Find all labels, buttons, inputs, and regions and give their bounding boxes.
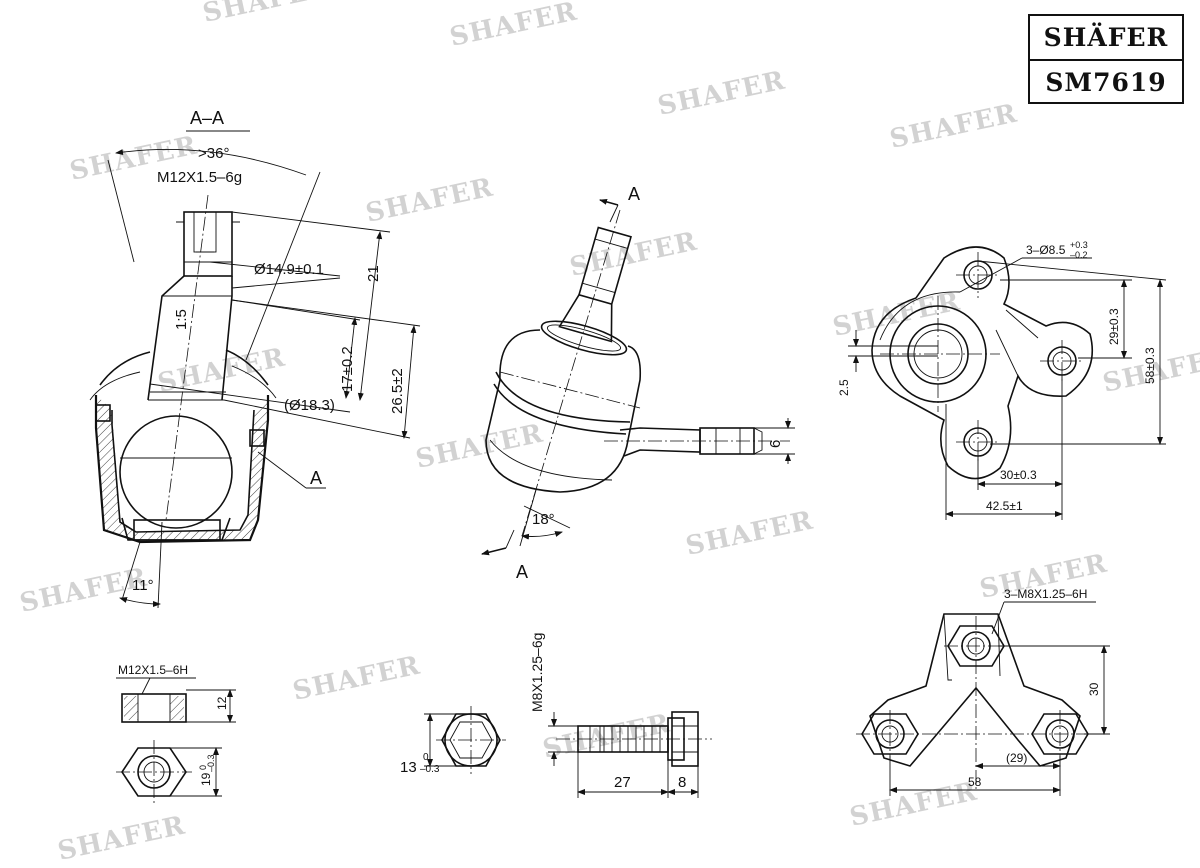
side-section-mark-bottom: A xyxy=(516,562,528,582)
dim-21: 21 xyxy=(365,265,382,282)
watermark-1: SHAFER xyxy=(200,0,333,29)
watermark-15: SHAFER xyxy=(290,651,423,707)
watermark-16: SHAFER xyxy=(540,709,673,765)
dim-17: 17±0.2 xyxy=(339,346,356,392)
watermark-17: SHAFER xyxy=(847,777,980,833)
watermark-18: SHAFER xyxy=(55,811,188,867)
holes-tol-lower: –0.2 xyxy=(1070,250,1088,260)
flange-nuts-label: 3–M8X1.25–6H xyxy=(1004,587,1087,601)
nut-af-tol-lower: –0.3 xyxy=(206,754,216,772)
bolt-head-tol-lower: –0.3 xyxy=(420,764,440,775)
taper-label: 1:5 xyxy=(173,309,190,330)
nut-height: 12 xyxy=(215,696,229,710)
flange-view: 3–M8X1.25–6H 30 (29) 58 xyxy=(856,587,1110,796)
height-29: 29±0.3 xyxy=(1107,308,1121,345)
angle-11-label: 11° xyxy=(132,577,154,594)
flange-height: 30 xyxy=(1087,682,1101,696)
arm-thickness: 6 xyxy=(767,440,784,448)
nut-af-tol-upper: 0 xyxy=(198,765,208,770)
section-mark-a: A xyxy=(310,468,322,488)
width-42-5: 42.5±1 xyxy=(986,499,1023,513)
holes-tol-upper: +0.3 xyxy=(1070,240,1088,250)
dia-18-3: (Ø18.3) xyxy=(284,397,335,414)
section-title: A–A xyxy=(190,108,224,128)
watermark-4: SHAFER xyxy=(887,99,1020,155)
bolt-head-size: 13 xyxy=(400,759,417,776)
bolt-thread: M8X1.25–6g xyxy=(529,633,545,712)
watermark-2: SHAFER xyxy=(447,0,580,53)
watermark-14: SHAFER xyxy=(17,563,150,619)
part-number: SM7619 xyxy=(1045,68,1167,97)
section-thread-label: M12X1.5–6g xyxy=(157,169,242,186)
flange-span-29: (29) xyxy=(1006,751,1027,765)
dim-26-5: 26.5±2 xyxy=(389,368,406,414)
nut-view: M12X1.5–6H 12 19 0 –0.3 xyxy=(116,663,236,804)
plan-view: 3–Ø8.5 +0.3 –0.2 2.5 29±0.3 58±0.3 30±0.… xyxy=(837,240,1167,520)
side-section-mark-top: A xyxy=(628,184,640,204)
angle-36-label: >36° xyxy=(198,145,229,162)
flange-span-58: 58 xyxy=(968,775,982,789)
holes-label: 3–Ø8.5 xyxy=(1026,243,1066,257)
brand-name: SHÄFER xyxy=(1030,16,1182,61)
nut-across-flats: 19 xyxy=(199,772,213,786)
height-58: 58±0.3 xyxy=(1143,347,1157,384)
offset-2-5: 2.5 xyxy=(837,379,851,396)
watermark-11: SHAFER xyxy=(413,419,546,475)
angle-18-label: 18° xyxy=(532,511,555,528)
bolt-head-length: 8 xyxy=(678,774,686,791)
dia-14-9: Ø14.9±0.1 xyxy=(254,261,324,278)
watermark-7: SHAFER xyxy=(567,227,700,283)
watermark-8: SHAFER xyxy=(830,287,963,343)
watermark-3: SHAFER xyxy=(655,66,788,122)
bolt-view: 13 0 –0.3 27 8 M8X1.25–6g xyxy=(400,633,712,798)
bolt-head-tol-upper: 0 xyxy=(423,752,429,763)
brand-logo-box: SHÄFER SM7619 xyxy=(1028,14,1184,104)
watermark-10: SHAFER xyxy=(155,343,288,399)
side-view: A A 6 18° xyxy=(481,184,795,582)
nut-thread: M12X1.5–6H xyxy=(118,663,188,677)
section-view: A–A >36° M12X1.5–6g 1:5 xyxy=(89,108,421,609)
bolt-shank-length: 27 xyxy=(614,774,631,791)
watermark-6: SHAFER xyxy=(363,173,496,229)
watermark-12: SHAFER xyxy=(683,506,816,562)
width-30: 30±0.3 xyxy=(1000,468,1037,482)
